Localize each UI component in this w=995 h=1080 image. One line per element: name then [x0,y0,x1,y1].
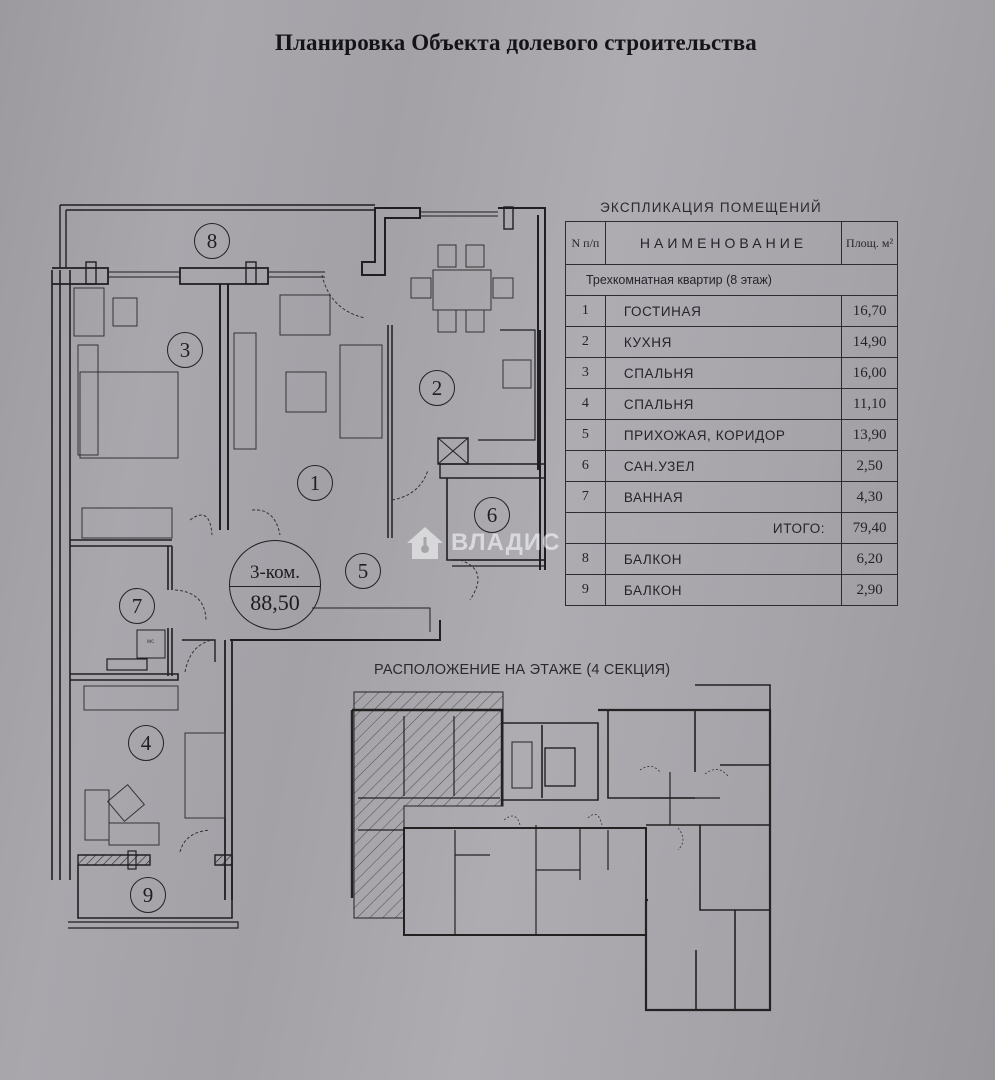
apartment-subtitle: Трехкомнатная квартир (8 этаж) [565,264,898,296]
header-area: Площ. м² [841,221,898,265]
row-area: 11,10 [841,388,898,420]
row-name: САН.УЗЕЛ [604,450,843,482]
badge-divider [230,586,320,587]
row-area: 16,00 [841,357,898,389]
row-name: КУХНЯ [604,326,843,358]
room-callout-8: 8 [194,223,230,259]
table-total-row: ИТОГО:79,40 [565,512,898,544]
row-num: 2 [565,326,606,358]
explication-caption: ЭКСПЛИКАЦИЯ ПОМЕЩЕНИЙ [600,200,822,215]
row-num: 1 [565,295,606,327]
house-key-logo-icon [407,527,443,559]
row-num: 9 [565,574,606,606]
room-callout-5: 5 [345,553,381,589]
header-name: НАИМЕНОВАНИЕ [604,221,843,265]
row-area: 14,90 [841,326,898,358]
total-num [565,512,606,544]
room-callout-3: 3 [167,332,203,368]
apartment-type: 3-ком. [249,562,300,583]
explication-table: N п/п НАИМЕНОВАНИЕ Площ. м² Трехкомнатна… [565,221,898,606]
watermark-text: ВЛАДИС [451,529,561,556]
table-subtitle-row: Трехкомнатная квартир (8 этаж) [565,264,898,296]
row-name: СПАЛЬНЯ [604,388,843,420]
room-callout-2: 2 [419,370,455,406]
floor-section-plan [350,684,772,1012]
row-num: 6 [565,450,606,482]
row-name: ПРИХОЖАЯ, КОРИДОР [604,419,843,451]
row-name: ВАННАЯ [604,481,843,513]
row-num: 3 [565,357,606,389]
apartment-total-area: 88,50 [250,590,300,615]
watermark: ВЛАДИС [405,525,560,561]
header-num: N п/п [565,221,606,265]
wc-fixture-label: мс [147,639,155,645]
total-area: 79,40 [841,512,898,544]
row-name: СПАЛЬНЯ [604,357,843,389]
row-name: БАЛКОН [604,574,843,606]
row-num: 5 [565,419,606,451]
room-callout-9: 9 [130,877,166,913]
row-name: ГОСТИНАЯ [604,295,843,327]
total-label: ИТОГО: [604,512,843,544]
row-num: 4 [565,388,606,420]
row-area: 4,30 [841,481,898,513]
room-callout-1: 1 [297,465,333,501]
floor-location-caption: РАСПОЛОЖЕНИЕ НА ЭТАЖЕ (4 СЕКЦИЯ) [374,662,671,678]
row-area: 6,20 [841,543,898,575]
room-callout-6: 6 [474,497,510,533]
row-area: 2,50 [841,450,898,482]
room-callout-4: 4 [128,725,164,761]
page-title: Планировка Объекта долевого строительств… [275,30,757,55]
room-callout-7: 7 [119,588,155,624]
apartment-summary-badge: 3-ком. 88,50 [229,540,321,630]
row-area: 16,70 [841,295,898,327]
table-header-row: N п/п НАИМЕНОВАНИЕ Площ. м² [565,221,898,265]
row-area: 2,90 [841,574,898,606]
row-name: БАЛКОН [604,543,843,575]
row-num: 7 [565,481,606,513]
row-num: 8 [565,543,606,575]
row-area: 13,90 [841,419,898,451]
